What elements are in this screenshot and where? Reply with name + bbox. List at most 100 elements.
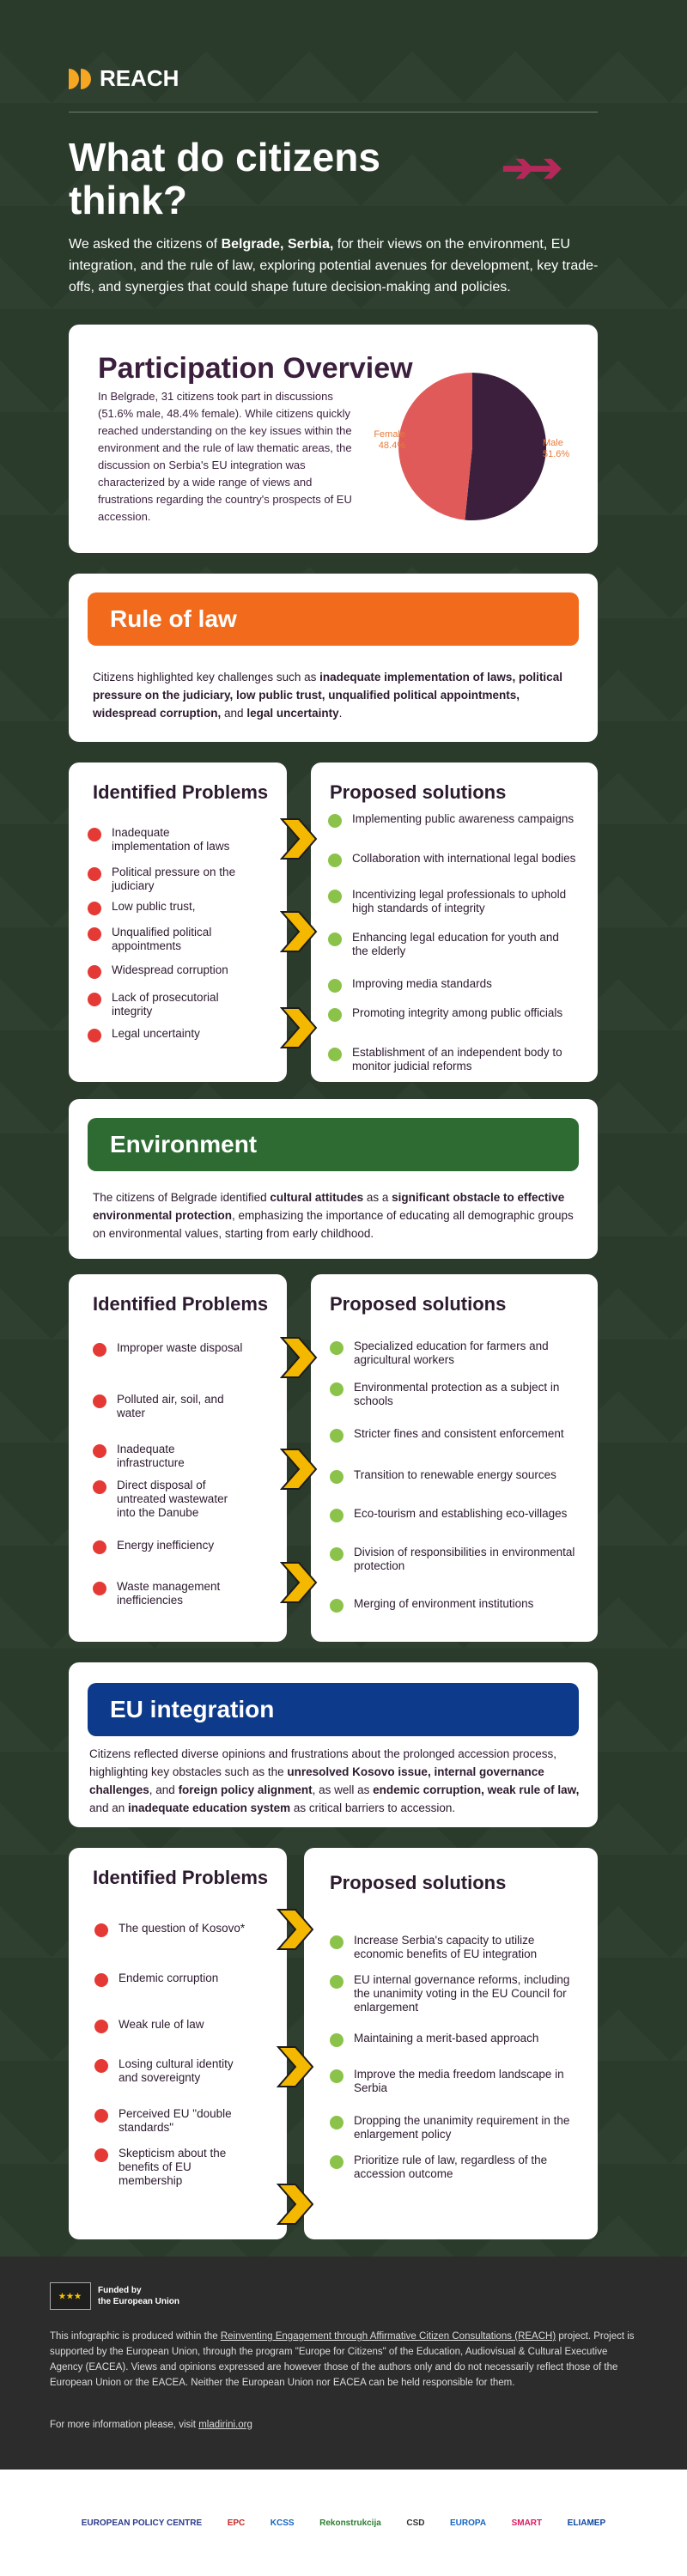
solution-bullet-icon [330,2069,344,2083]
participation-pie-chart [398,373,547,520]
reach-project-link[interactable]: Reinventing Engagement through Affirmati… [220,2331,556,2342]
solution-bullet-icon [330,2033,344,2047]
solution-bullet-icon [328,814,342,828]
problem-bullet-icon [88,902,101,915]
chevron-right-icon [277,2184,314,2225]
eu-problem-item: Losing cultural identity and sovereignty [119,2057,234,2084]
problem-bullet-icon [93,1394,106,1408]
environment-problem-item: Waste management inefficiencies [117,1580,221,1607]
rule-of-law-problem-item: Low public trust, [112,900,196,913]
problem-bullet-icon [93,1540,106,1554]
chevron-right-icon [280,818,318,860]
solution-bullet-icon [330,2155,344,2169]
problem-bullet-icon [88,965,101,979]
pie-slice-male [465,373,547,520]
rule-of-law-solutions-card: Proposed solutions [311,762,598,1082]
rule-of-law-solution-item: Promoting integrity among public officia… [352,1006,563,1019]
eu-problem-item: The question of Kosovo* [119,1922,246,1935]
problem-bullet-icon [88,1029,101,1042]
environment-problem-item: Energy inefficiency [117,1539,215,1552]
rule-of-law-problem-item: Widespread corruption [112,963,228,976]
eu-solution-item: Improve the media freedom landscape in S… [354,2068,564,2094]
environment-card: Environment The citizens of Belgrade ide… [69,1099,598,1259]
eu-solution-item: Maintaining a merit-based approach [354,2032,539,2044]
environment-problem-item: Improper waste disposal [117,1341,243,1354]
rule-of-law-solution-item: Enhancing legal education for youth and … [352,931,559,957]
solution-bullet-icon [330,1935,344,1949]
environment-problem-item: Polluted air, soil, and water [117,1393,224,1419]
problem-bullet-icon [88,867,101,881]
solution-bullet-icon [330,1470,344,1484]
environment-solution-item: Transition to renewable energy sources [354,1468,556,1481]
rule-of-law-problems-title: Identified Problems [93,781,269,803]
problem-bullet-icon [94,1923,108,1937]
rule-of-law-problem-item: Lack of prosecutorial integrity [112,991,219,1018]
eu-problem-item: Skepticism about the benefits of EU memb… [119,2147,227,2187]
solution-bullet-icon [328,933,342,946]
solution-bullet-icon [330,1382,344,1396]
intro-text: We asked the citizens of Belgrade, Serbi… [69,237,599,295]
chevron-right-icon [280,1337,318,1378]
reach-logo: REACH [69,65,179,92]
problem-bullet-icon [94,2059,108,2073]
problem-bullet-icon [94,1973,108,1987]
eu-integration-banner: EU integration [88,1683,579,1736]
eu-integration-card: EU integration Citizens reflected divers… [69,1662,598,1827]
eu-flag-icon: ★★★ [50,2282,91,2310]
chevron-right-icon [280,911,318,952]
solution-bullet-icon [328,979,342,993]
problem-bullet-icon [93,1480,106,1494]
partner-logo: KCSS [270,2518,295,2528]
website-link[interactable]: mladirini.org [198,2420,252,2430]
rule-of-law-solution-item: Improving media standards [352,977,492,990]
eu-problem-item: Endemic corruption [119,1971,219,1984]
partner-logo: CSD [406,2518,425,2528]
rule-of-law-problem-item: Inadequate implementation of laws [112,826,230,853]
eu-solution-item: Dropping the unanimity requirement in th… [354,2114,570,2141]
eu-solution-item: EU internal governance reforms, includin… [354,1973,570,2014]
footer-more-info: For more information please, visit mladi… [50,2420,252,2430]
solution-bullet-icon [330,2116,344,2129]
environment-problem-item: Direct disposal of untreated wastewater … [117,1479,228,1519]
chevron-right-icon [280,1562,318,1603]
partner-logo: Rekonstrukcija [319,2518,381,2528]
problem-bullet-icon [94,2148,108,2162]
environment-problem-item: Inadequate infrastructure [117,1443,185,1469]
chevron-right-icon [277,1909,314,1950]
eu-problems-card: Identified Problems [69,1848,287,2239]
partner-logo: EUROPA [450,2518,487,2528]
eu-solution-item: Increase Serbia's capacity to utilize ec… [354,1934,538,1960]
solution-bullet-icon [330,1599,344,1613]
solution-bullet-icon [330,1429,344,1443]
solution-bullet-icon [330,1547,344,1561]
partner-logo: EUROPEAN POLICY CENTRE [81,2518,203,2528]
partner-logo: ELIAMEP [567,2518,606,2528]
rule-of-law-solution-item: Incentivizing legal professionals to uph… [352,888,567,914]
rule-of-law-problem-item: Legal uncertainty [112,1027,200,1040]
problem-bullet-icon [93,1343,106,1357]
chevron-right-icon [277,2046,314,2087]
problem-bullet-icon [93,1444,106,1458]
page-title: What do citizens think? [69,135,380,222]
environment-solution-item: Environmental protection as a subject in… [354,1381,560,1407]
eu-solutions-title: Proposed solutions [330,1872,507,1893]
environment-problems-title: Identified Problems [93,1293,269,1315]
chevron-right-icon [280,1449,318,1490]
footer-disclaimer: This infographic is produced within the … [50,2331,635,2388]
eu-solution-item: Prioritize rule of law, regardless of th… [354,2154,548,2180]
participation-text: In Belgrade, 31 citizens took part in di… [98,390,352,523]
chevron-right-icon [280,1007,318,1048]
solution-bullet-icon [328,1008,342,1022]
solution-bullet-icon [328,854,342,867]
rule-of-law-solution-item: Collaboration with international legal b… [352,852,576,865]
reach-logo-icon [69,68,91,89]
environment-summary: The citizens of Belgrade identified cult… [93,1191,574,1240]
rule-of-law-banner: Rule of law [88,592,579,646]
problem-bullet-icon [94,2109,108,2123]
rule-of-law-solution-item: Establishment of an independent body to … [352,1046,562,1072]
rule-of-law-problem-item: Unqualified political appointments [112,926,212,952]
